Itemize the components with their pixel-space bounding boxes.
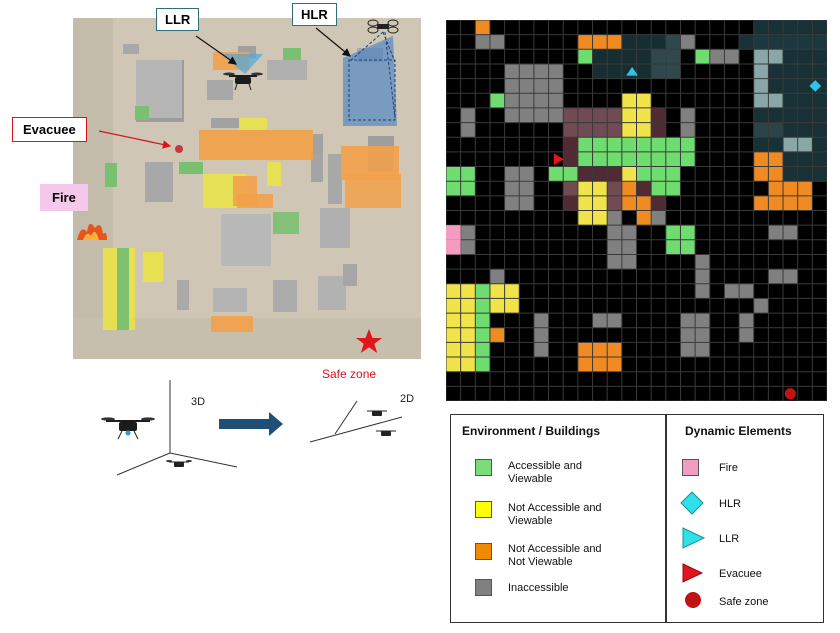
hlr-marker-icon bbox=[809, 80, 822, 92]
colored-building-group bbox=[103, 48, 401, 332]
legend-label-llr: LLR bbox=[719, 533, 740, 545]
building-group bbox=[107, 44, 394, 312]
grid-cell-not-accessible-not-viewable bbox=[489, 327, 505, 343]
hlr-coverage-area bbox=[343, 36, 397, 126]
hlr-drone-icon bbox=[367, 19, 399, 34]
legend-swatch-not-accessible-not-viewable bbox=[475, 543, 492, 560]
fire-square-icon bbox=[682, 459, 699, 476]
drone-2d-icon-1 bbox=[367, 410, 387, 416]
llr-triangle-icon bbox=[682, 527, 706, 549]
legend-label-inaccessible: Inaccessible bbox=[508, 582, 569, 594]
grid-cell-accessible-viewable bbox=[577, 49, 593, 64]
axis-3d-depth bbox=[116, 452, 171, 476]
hlr-diamond-icon bbox=[680, 491, 704, 515]
legend-label-fire: Fire bbox=[719, 462, 738, 474]
legend-divider bbox=[665, 415, 667, 622]
legend-swatch-accessible-viewable bbox=[475, 459, 492, 476]
simulation-scene bbox=[73, 18, 421, 359]
safe-zone-star-icon bbox=[356, 329, 382, 353]
grid-cell-accessible-viewable bbox=[636, 166, 652, 182]
grid-map bbox=[446, 20, 827, 401]
drone-2d-icon-2 bbox=[376, 430, 396, 436]
evacuee-marker-icon bbox=[553, 153, 564, 166]
grid-cell-not-accessible-not-viewable bbox=[753, 195, 769, 211]
fire-cell bbox=[446, 239, 461, 255]
grid-cell-inaccessible bbox=[753, 298, 769, 314]
grid-cell-not-accessible-not-viewable bbox=[475, 20, 490, 35]
llr-label: LLR bbox=[156, 8, 200, 31]
evacuee-icon bbox=[175, 145, 183, 153]
legend-label-not-accessible-viewable: Not Accessible and Viewable bbox=[508, 502, 602, 527]
evacuee-triangle-icon bbox=[682, 563, 704, 583]
axis-3d-horizontal bbox=[169, 452, 238, 468]
llr-marker-icon bbox=[626, 66, 638, 76]
label-3d: 3D bbox=[191, 396, 205, 408]
safe-zone-marker-icon bbox=[784, 388, 796, 400]
evacuee-label: Evacuee bbox=[12, 117, 87, 142]
grid-cell-accessible-viewable bbox=[489, 93, 505, 108]
grid-cell-inaccessible bbox=[651, 210, 666, 226]
safe-zone-label: Safe zone bbox=[322, 367, 377, 381]
llr-drone-icon bbox=[223, 72, 263, 91]
fire-cell bbox=[446, 225, 461, 240]
legend-label-safe-zone: Safe zone bbox=[719, 596, 769, 608]
fire-label: Fire bbox=[40, 184, 88, 211]
fire-icon bbox=[77, 223, 107, 240]
label-2d: 2D bbox=[400, 393, 414, 405]
legend-label-evacuee: Evacuee bbox=[719, 568, 762, 580]
legend-label-not-accessible-not-viewable: Not Accessible and Not Viewable bbox=[508, 543, 602, 568]
legend-label-accessible-viewable: Accessible and Viewable bbox=[508, 460, 582, 485]
projection-sketch: 3D 2D bbox=[101, 380, 414, 476]
legend-swatch-not-accessible-viewable bbox=[475, 501, 492, 518]
grid-cell-not-accessible-viewable bbox=[621, 166, 637, 182]
drone-3d-large-icon bbox=[101, 417, 155, 440]
grid-cell-inaccessible bbox=[533, 313, 549, 358]
grid-cell-inaccessible bbox=[695, 254, 710, 299]
axis-2d-vertical bbox=[334, 400, 358, 435]
axis-2d-horizontal bbox=[309, 416, 403, 443]
legend-swatch-inaccessible bbox=[475, 579, 492, 596]
drone-3d-small-icon bbox=[166, 460, 192, 467]
legend-dynamic-title: Dynamic Elements bbox=[685, 424, 792, 438]
projection-arrow-icon bbox=[219, 412, 283, 436]
hlr-label: HLR bbox=[292, 3, 337, 26]
legend-panel: Environment / Buildings Dynamic Elements… bbox=[450, 414, 824, 623]
legend-environment-title: Environment / Buildings bbox=[462, 424, 601, 438]
legend-label-hlr: HLR bbox=[719, 498, 742, 510]
grid-cell-not-accessible-not-viewable bbox=[577, 34, 622, 50]
safe-zone-circle-icon bbox=[685, 592, 701, 608]
scene-drawing bbox=[73, 18, 421, 359]
grid-cell-accessible-viewable bbox=[695, 49, 710, 64]
